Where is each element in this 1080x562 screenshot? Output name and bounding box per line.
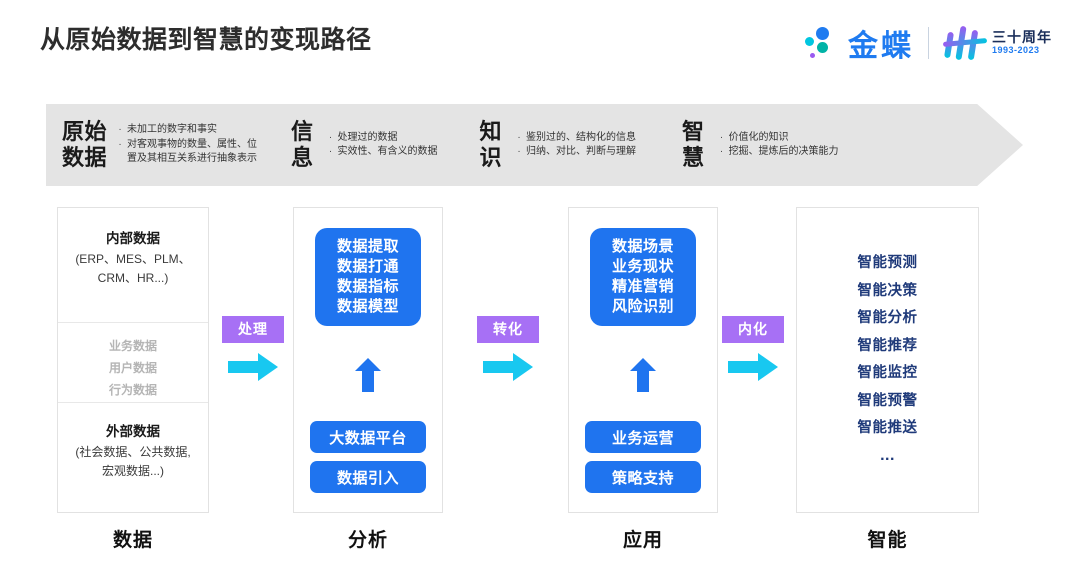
banner-stage-title: 知 识 xyxy=(479,119,503,170)
banner-bullet: · 处理过的数据 xyxy=(324,131,438,146)
banner-bullet-text: 归纳、对比、判断与理解 xyxy=(526,146,637,157)
anniversary-label: 三十周年 xyxy=(992,29,1052,46)
intelligence-item: 智能监控 xyxy=(857,365,918,382)
connector-process: 处理 xyxy=(222,316,284,382)
bullet-dot-icon: · xyxy=(517,131,521,143)
panel-intelligence xyxy=(796,207,979,513)
page-title: 从原始数据到智慧的变现路径 xyxy=(40,26,372,54)
intelligence-item: 智能推荐 xyxy=(857,337,918,354)
arrow-right-icon xyxy=(477,352,539,382)
application-pill-business-ops: 业务运营 xyxy=(585,421,701,453)
kingdee-dots-icon xyxy=(802,25,838,61)
caption-application: 应用 xyxy=(622,530,663,551)
banner-bullet: · 归纳、对比、判断与理解 xyxy=(512,145,636,160)
data-types-cell: 业务数据 用户数据 行为数据 xyxy=(58,323,208,403)
arrow-right-icon xyxy=(722,352,784,382)
bullet-dot-icon: · xyxy=(517,146,521,157)
bullet-dot-icon: · xyxy=(118,124,122,136)
caption-data: 数据 xyxy=(112,530,153,551)
intelligence-item: 智能推送 xyxy=(857,420,918,437)
analysis-pill-data-ingest: 数据引入 xyxy=(310,461,426,493)
bullet-dot-icon: · xyxy=(719,131,724,143)
kingdee-logo: 金蝶 三十周年 1993-2023 xyxy=(802,22,1052,64)
banner-stage-title: 原始 数据 xyxy=(62,119,108,170)
connector-transform: 转化 xyxy=(477,316,539,382)
internal-data-sub: (ERP、MES、PLM、 CRM、HR...) xyxy=(75,251,191,286)
banner-bullet: · 实效性、有含义的数据 xyxy=(324,145,438,160)
intelligence-item: 智能分析 xyxy=(857,310,918,327)
banner-bullet: · 未加工的数字和事实 xyxy=(113,123,257,138)
anniversary-years: 1993-2023 xyxy=(992,44,1040,55)
intelligence-list: 智能预测 智能决策 智能分析 智能推荐 智能监控 智能预警 智能推送 ... xyxy=(796,250,979,468)
intelligence-item: 智能决策 xyxy=(857,282,918,299)
arrow-right-icon xyxy=(222,352,284,382)
data-type-item: 行为数据 xyxy=(108,383,157,398)
brand-name: 金蝶 xyxy=(848,30,914,63)
banner-stage-title: 智 慧 xyxy=(682,119,705,170)
banner-bullet-text: 未加工的数字和事实 xyxy=(127,124,218,136)
bullet-dot-icon: · xyxy=(328,146,333,157)
banner-stage-information: 信 息 · 处理过的数据 · 实效性、有含义的数据 xyxy=(291,104,438,186)
external-data-title: 外部数据 xyxy=(106,424,160,439)
banner-bullet: · 对客观事物的数量、属性、位 置及其相互关系进行抽象表示 xyxy=(113,138,257,167)
application-capability-box: 数据场景 业务现状 精准营销 风险识别 xyxy=(590,228,696,326)
intelligence-ellipsis: ... xyxy=(880,446,895,464)
analysis-capability-box: 数据提取 数据打通 数据指标 数据模型 xyxy=(315,228,421,326)
external-data-sub: (社会数据、公共数据, 宏观数据...) xyxy=(75,444,191,479)
banner-stage-knowledge: 知 识 · 鉴别过的、结构化的信息 · 归纳、对比、判断与理解 xyxy=(480,104,637,186)
caption-intelligence: 智能 xyxy=(867,530,908,551)
dikw-banner-arrow xyxy=(46,104,1023,186)
banner-bullet-text: 挖掘、提炼后的决策能力 xyxy=(728,146,839,157)
logo-divider xyxy=(928,27,929,59)
panel-data: 内部数据 (ERP、MES、PLM、 CRM、HR...) 业务数据 用户数据 … xyxy=(57,207,209,513)
connector-label: 内化 xyxy=(722,316,784,343)
analysis-pill-bigdata-platform: 大数据平台 xyxy=(310,421,426,453)
bullet-dot-icon: · xyxy=(118,138,122,150)
banner-stage-raw-data: 原始 数据 · 未加工的数字和事实 · 对客观事物的数量、属性、位 置及其相互关… xyxy=(62,104,257,186)
bullet-dot-icon: · xyxy=(328,131,333,143)
banner-bullet: · 挖掘、提炼后的决策能力 xyxy=(715,145,839,160)
anniversary-mark-icon xyxy=(942,23,988,63)
data-type-item: 用户数据 xyxy=(108,361,157,376)
data-type-item: 业务数据 xyxy=(108,339,157,353)
banner-bullet: · 价值化的知识 xyxy=(715,131,839,146)
banner-bullet-text: 对客观事物的数量、属性、位 置及其相互关系进行抽象表示 xyxy=(127,138,258,165)
bullet-dot-icon: · xyxy=(719,146,724,157)
banner-bullet-text: 处理过的数据 xyxy=(337,131,398,143)
caption-analysis: 分析 xyxy=(347,530,388,551)
anniversary-badge: 三十周年 1993-2023 xyxy=(942,23,1052,63)
banner-bullet-text: 鉴别过的、结构化的信息 xyxy=(526,131,637,143)
application-pill-strategy-support: 策略支持 xyxy=(585,461,701,493)
internal-data-cell: 内部数据 (ERP、MES、PLM、 CRM、HR...) xyxy=(58,208,208,323)
arrow-up-icon xyxy=(630,358,656,392)
connector-label: 处理 xyxy=(222,316,284,343)
connector-label: 转化 xyxy=(477,316,539,343)
dikw-banner-content: 原始 数据 · 未加工的数字和事实 · 对客观事物的数量、属性、位 置及其相互关… xyxy=(46,104,1023,186)
banner-stage-wisdom: 智 慧 · 价值化的知识 · 挖掘、提炼后的决策能力 xyxy=(682,104,839,186)
banner-bullet-text: 实效性、有含义的数据 xyxy=(337,146,438,157)
connector-internalize: 内化 xyxy=(722,316,784,382)
external-data-cell: 外部数据 (社会数据、公共数据, 宏观数据...) xyxy=(58,403,208,492)
intelligence-item: 智能预测 xyxy=(857,255,918,271)
banner-bullet-text: 价值化的知识 xyxy=(728,131,789,143)
intelligence-item: 智能预警 xyxy=(857,392,918,409)
arrow-up-icon xyxy=(355,358,381,392)
banner-stage-title: 信 息 xyxy=(291,119,314,170)
banner-bullet: · 鉴别过的、结构化的信息 xyxy=(512,131,636,146)
internal-data-title: 内部数据 xyxy=(106,231,160,246)
